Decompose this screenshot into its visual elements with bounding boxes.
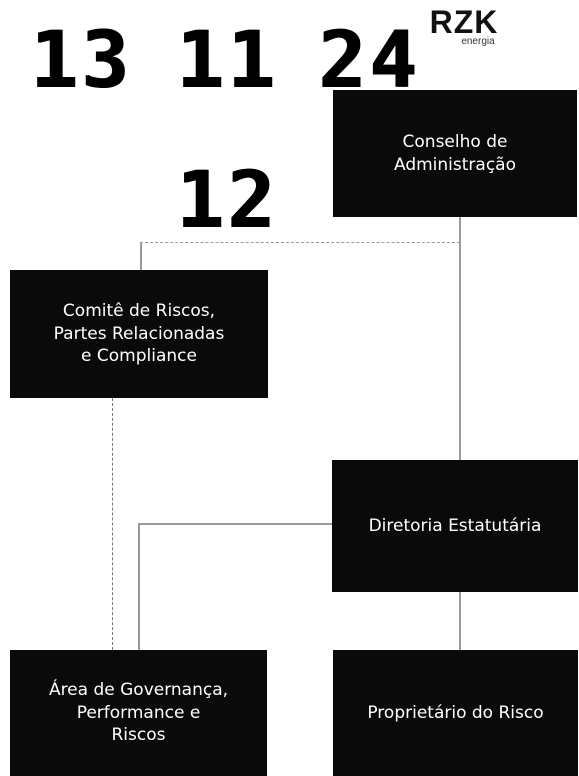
node-risk-owner: Proprietário do Risco — [333, 650, 578, 776]
node-executive-board: Diretoria Estatutária — [332, 460, 578, 592]
node-board-line-1: Conselho de — [402, 131, 508, 152]
node-risk-committee-line-2: Partes Relacionadas — [53, 323, 225, 344]
node-governance-area: Área de Governança, Performance e Riscos — [10, 650, 267, 776]
number-12: 12 — [176, 156, 278, 246]
node-board: Conselho de Administração — [333, 90, 577, 217]
number-24: 24 — [318, 16, 420, 106]
connector-executive-branch-v — [138, 523, 140, 650]
connector-committee-stub — [140, 242, 142, 270]
node-risk-owner-line-1: Proprietário do Risco — [367, 702, 544, 723]
node-governance-area-line-2: Performance e — [76, 702, 201, 723]
node-board-line-2: Administração — [394, 154, 516, 175]
node-risk-committee-line-3: e Compliance — [81, 346, 197, 367]
node-executive-board-line-1: Diretoria Estatutária — [368, 515, 542, 536]
node-governance-area-line-1: Área de Governança, — [48, 679, 229, 700]
node-risk-committee-line-1: Comitê de Riscos, — [62, 300, 216, 321]
connector-executive-branch-h — [138, 523, 332, 525]
connector-board-to-executive — [459, 217, 461, 460]
node-governance-area-line-3: Riscos — [111, 725, 166, 746]
number-11: 11 — [176, 16, 278, 106]
node-risk-committee: Comitê de Riscos, Partes Relacionadas e … — [10, 270, 268, 398]
rzk-logo: RZK energia — [424, 6, 504, 47]
logo-brand: RZK — [429, 4, 499, 40]
logo-tagline: energia — [461, 36, 495, 47]
connector-executive-to-owner — [459, 592, 461, 650]
connector-board-to-committee — [140, 242, 460, 243]
number-13: 13 — [30, 16, 132, 106]
connector-committee-to-governance — [112, 398, 113, 650]
